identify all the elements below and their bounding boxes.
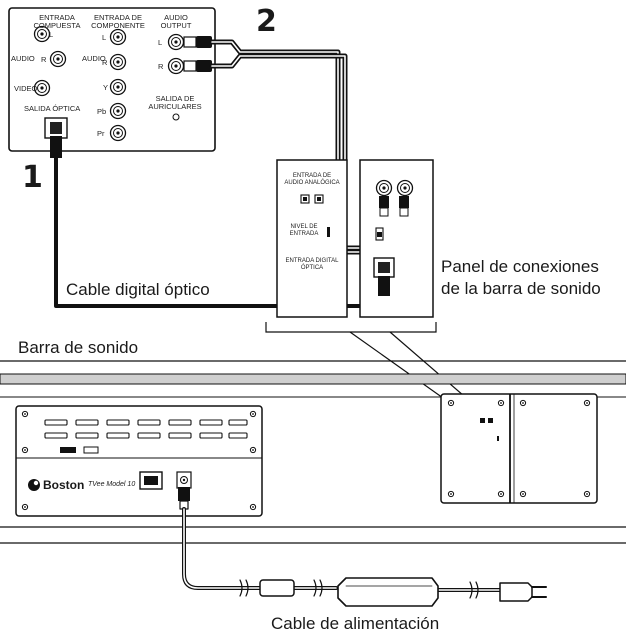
rca-plugs-soundbar: [378, 196, 409, 296]
audio-output-label: AUDIO OUTPUT: [160, 13, 192, 30]
soundbar-jack-r: [396, 179, 414, 197]
component-l-label: L: [102, 33, 107, 42]
optical-cable-caption: Cable digital óptico: [66, 280, 210, 299]
component-pb-label: Pb: [97, 107, 107, 116]
model-name: TVee Model 10: [88, 481, 136, 488]
soundbar-caption: Barra de sonido: [18, 338, 139, 357]
composite-input-label: ENTRADA COMPUESTA: [33, 13, 81, 30]
soundbar-optical-plug: [378, 276, 390, 296]
step-number-one: 1: [22, 160, 43, 195]
analog-input-panel: [276, 159, 348, 318]
audio-label: AUDIO: [11, 54, 35, 63]
digital-optical-input-label: ENTRADA DIGITAL ÓPTICA: [285, 258, 339, 271]
tv-connection-panel: [8, 7, 216, 152]
component-audio-label: AUDIO: [82, 54, 106, 63]
audio-out-jack-r: [167, 57, 185, 75]
soundbar-panel-detail: [276, 159, 434, 318]
headphone-out-label: SALIDA DE AURICULARES: [148, 94, 202, 111]
rca-plugs-tv: [183, 36, 212, 72]
audio-out-jack-l: [167, 33, 185, 51]
component-jack-pr: [109, 124, 127, 142]
component-y-label: Y: [103, 83, 109, 92]
power-cable: [178, 487, 547, 607]
soundbar-left-panel: [15, 405, 263, 517]
component-jack-l: [109, 28, 127, 46]
connection-panel: [359, 159, 434, 318]
optical-out-label: SALIDA ÓPTICA: [24, 104, 81, 113]
boston-logo: [28, 479, 40, 491]
component-jack-pb: [109, 102, 127, 120]
power-cable-caption: Cable de alimentación: [271, 614, 440, 633]
composite-jack-r: [49, 50, 67, 68]
power-adapter: [337, 577, 439, 607]
panel-caption-line2: de la barra de sonido: [441, 279, 601, 298]
component-input-label: ENTRADA DE COMPONENTE: [91, 13, 145, 30]
component-r-label: R: [102, 58, 108, 67]
panel-caption-line1: Panel de conexiones: [441, 257, 599, 276]
component-pr-label: Pr: [97, 129, 105, 138]
step-number-two: 2: [256, 4, 277, 39]
composite-l-label: L: [49, 30, 54, 39]
audio-out-r-label: R: [158, 62, 164, 71]
composite-r-label: R: [41, 55, 47, 64]
soundbar-right-panel: [440, 393, 598, 504]
brand-name: Boston: [43, 478, 85, 492]
component-jack-r: [109, 53, 127, 71]
soundbar-jack-l: [375, 179, 393, 197]
wall-plug: [499, 582, 533, 602]
headphone-jack: [172, 113, 180, 121]
audio-out-l-label: L: [158, 38, 163, 47]
video-label: VIDEO: [14, 84, 38, 93]
input-level-label: NIVEL DE ENTRADA: [289, 224, 319, 237]
analog-audio-input-label: ENTRADA DE AUDIO ANALÓGICA: [284, 173, 340, 186]
tv-optical-plug: [50, 136, 62, 158]
component-jack-y: [109, 78, 127, 96]
